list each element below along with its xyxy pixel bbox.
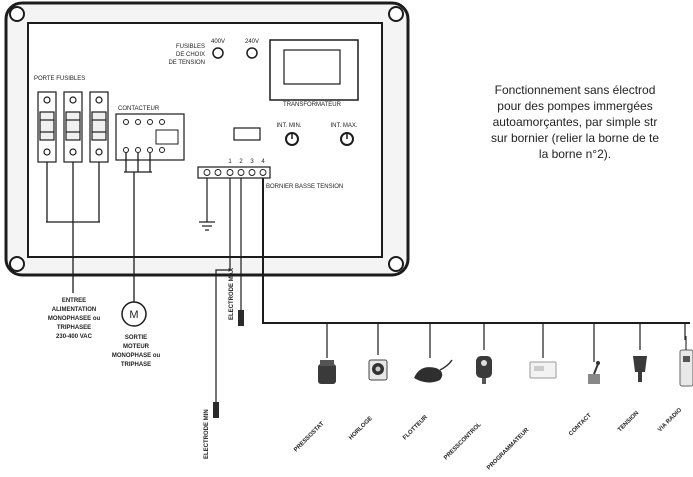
screw-icon — [9, 256, 25, 272]
sortie-line-3: MONOPHASE ou — [112, 353, 161, 359]
sortie-line-4: TRIPHASE — [121, 362, 151, 368]
bornier-label: BORNIER BASSE TENSION — [266, 184, 343, 190]
device-drops — [326, 323, 686, 362]
device-label-horloge: HORLOGE — [348, 416, 374, 442]
sortie-line-2: MOTEUR — [123, 344, 150, 350]
electrode-max-probe — [238, 310, 244, 326]
description-line-3: autoamorçantes, par simple str — [492, 115, 658, 129]
contact-icon — [588, 361, 600, 384]
sortie-line-1: SORTIE — [125, 335, 147, 341]
description-line-1: Fonctionnement sans électrod — [494, 83, 656, 97]
fuse-holder — [37, 91, 57, 163]
indicator-window — [233, 127, 261, 141]
fuse-holder — [63, 91, 83, 163]
device-label-presscontrol: PRESSCONTROL — [443, 422, 483, 462]
screw-icon — [9, 6, 25, 22]
screw-icon — [388, 256, 404, 272]
device-label-programmateur: PROGRAMMATEUR — [486, 427, 531, 472]
borne-3-label: 3 — [250, 159, 254, 165]
power-wires — [46, 153, 152, 304]
contacteur-coil — [155, 129, 179, 145]
fuse-socket-400-icon — [212, 47, 224, 59]
screw-icon — [388, 6, 404, 22]
contacteur-label: CONTACTEUR — [118, 106, 160, 112]
motor-symbol: M — [129, 309, 138, 321]
int-min-label: INT. MIN. — [277, 123, 302, 129]
knob-int-max-icon — [340, 132, 354, 146]
fuse-holders — [37, 91, 109, 163]
fuse-holder — [89, 91, 109, 163]
sortie-label: SORTIE MOTEUR MONOPHASE ou TRIPHASE — [112, 335, 161, 368]
description-line-4: sur bornier (relier la borne de te — [490, 131, 660, 145]
fuse-socket-240-icon — [246, 47, 258, 59]
entree-line-1: ENTREE — [62, 298, 86, 304]
presscontrol-icon — [476, 356, 492, 384]
entree-line-2: ALIMENTATION — [52, 307, 96, 313]
fusibles-label-3: DE TENSION — [168, 60, 205, 66]
entree-label: ENTREE ALIMENTATION MONOPHASEE ou TRIPHA… — [48, 298, 101, 340]
entree-line-3: MONOPHASEE ou — [48, 316, 101, 322]
tension-icon — [633, 356, 647, 382]
borne-4-label: 4 — [261, 159, 265, 165]
flotteur-icon — [414, 359, 453, 383]
borne-1-label: 1 — [228, 159, 232, 165]
programmateur-icon — [529, 361, 557, 379]
transformateur-label: TRANSFORMATEUR — [283, 102, 342, 108]
porte-fusibles-label: PORTE FUSIBLES — [34, 76, 85, 82]
electrode-wires — [215, 178, 242, 402]
corner-screws — [9, 6, 404, 272]
device-label-flotteur: FLOTTEUR — [402, 414, 429, 441]
knob-int-min-icon — [285, 132, 299, 146]
transformateur-window — [283, 49, 341, 85]
contacteur-terminals — [123, 119, 165, 153]
fusibles-label-2: DE CHOIX — [176, 52, 205, 58]
pressostat-icon — [318, 360, 336, 384]
description-line-5: la borne n°2). — [538, 147, 612, 161]
device-label-pressostat: PRESSOSTAT — [293, 421, 326, 454]
voltage-400-label: 400V — [211, 39, 225, 45]
via-radio-icon — [679, 336, 693, 387]
device-label-tension: TENSION — [617, 410, 640, 433]
control-bus-wire — [262, 178, 690, 324]
entree-line-4: TRIPHASEE — [57, 325, 91, 331]
motor-icon — [121, 301, 147, 327]
description-text: Fonctionnement sans électrod pour des po… — [425, 82, 693, 162]
device-label-via-radio: VIA RADIO — [657, 407, 683, 433]
voltage-240-label: 240V — [245, 39, 259, 45]
bornier-block — [197, 166, 271, 179]
ground-icon — [199, 178, 215, 231]
description-line-2: pour des pompes immergées — [497, 99, 653, 113]
horloge-icon — [368, 359, 388, 381]
bornier-screws — [203, 169, 267, 176]
electrode-min-probe — [213, 402, 219, 418]
electrode-min-label: ELECTRODE MIN — [204, 409, 210, 459]
fusibles-label-1: FUSIBLES — [176, 44, 205, 50]
entree-line-5: 230-400 VAC — [56, 334, 93, 340]
device-label-contact: CONTACT — [568, 413, 593, 438]
int-max-label: INT. MAX. — [330, 123, 357, 129]
borne-2-label: 2 — [239, 159, 243, 165]
electrode-max-label: ELECTRODE MAX — [229, 268, 235, 320]
